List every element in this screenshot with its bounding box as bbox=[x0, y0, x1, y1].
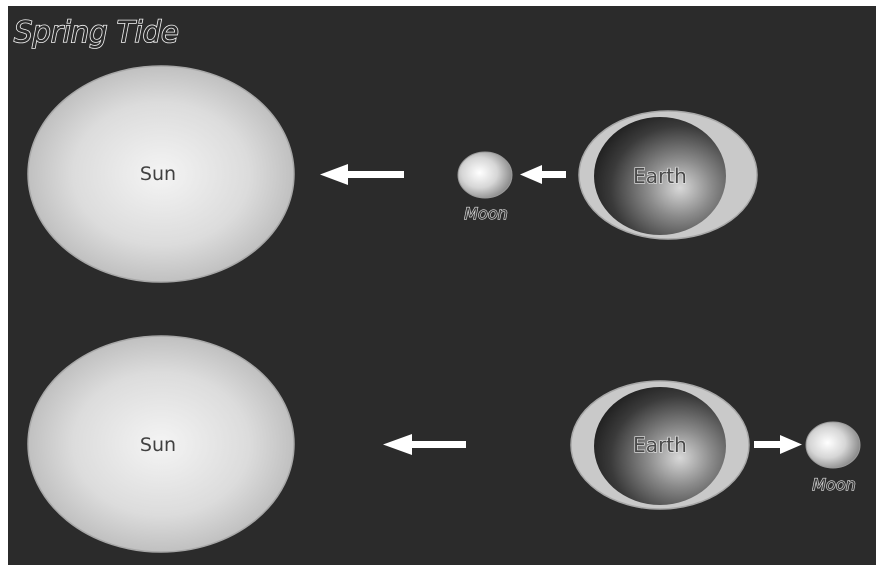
earth: Earth bbox=[570, 380, 750, 510]
scene-new-moon: Sun Moon bbox=[27, 65, 758, 283]
scene-full-moon: Sun Earth bbox=[27, 335, 861, 553]
gravity-arrow bbox=[383, 434, 466, 455]
sun: Sun bbox=[27, 65, 295, 283]
title: Spring Tide bbox=[14, 15, 179, 49]
sun-label: Sun bbox=[140, 163, 176, 185]
spring-tide-diagram: Spring Tide Sun Moon bbox=[13, 14, 861, 553]
earth: Earth bbox=[578, 110, 758, 240]
sun-label: Sun bbox=[140, 434, 176, 456]
diagram-panel: Spring Tide Sun Moon bbox=[8, 6, 876, 565]
moon-label: Moon bbox=[812, 475, 856, 494]
gravity-arrow bbox=[320, 164, 404, 185]
earth-label: Earth bbox=[633, 164, 687, 188]
moon: Moon bbox=[457, 151, 513, 224]
moon-label: Moon bbox=[464, 204, 508, 223]
earth-label: Earth bbox=[633, 433, 687, 457]
sun: Sun bbox=[27, 335, 295, 553]
gravity-arrow bbox=[520, 165, 566, 184]
moon: Moon bbox=[805, 421, 861, 495]
gravity-arrow bbox=[754, 435, 802, 454]
